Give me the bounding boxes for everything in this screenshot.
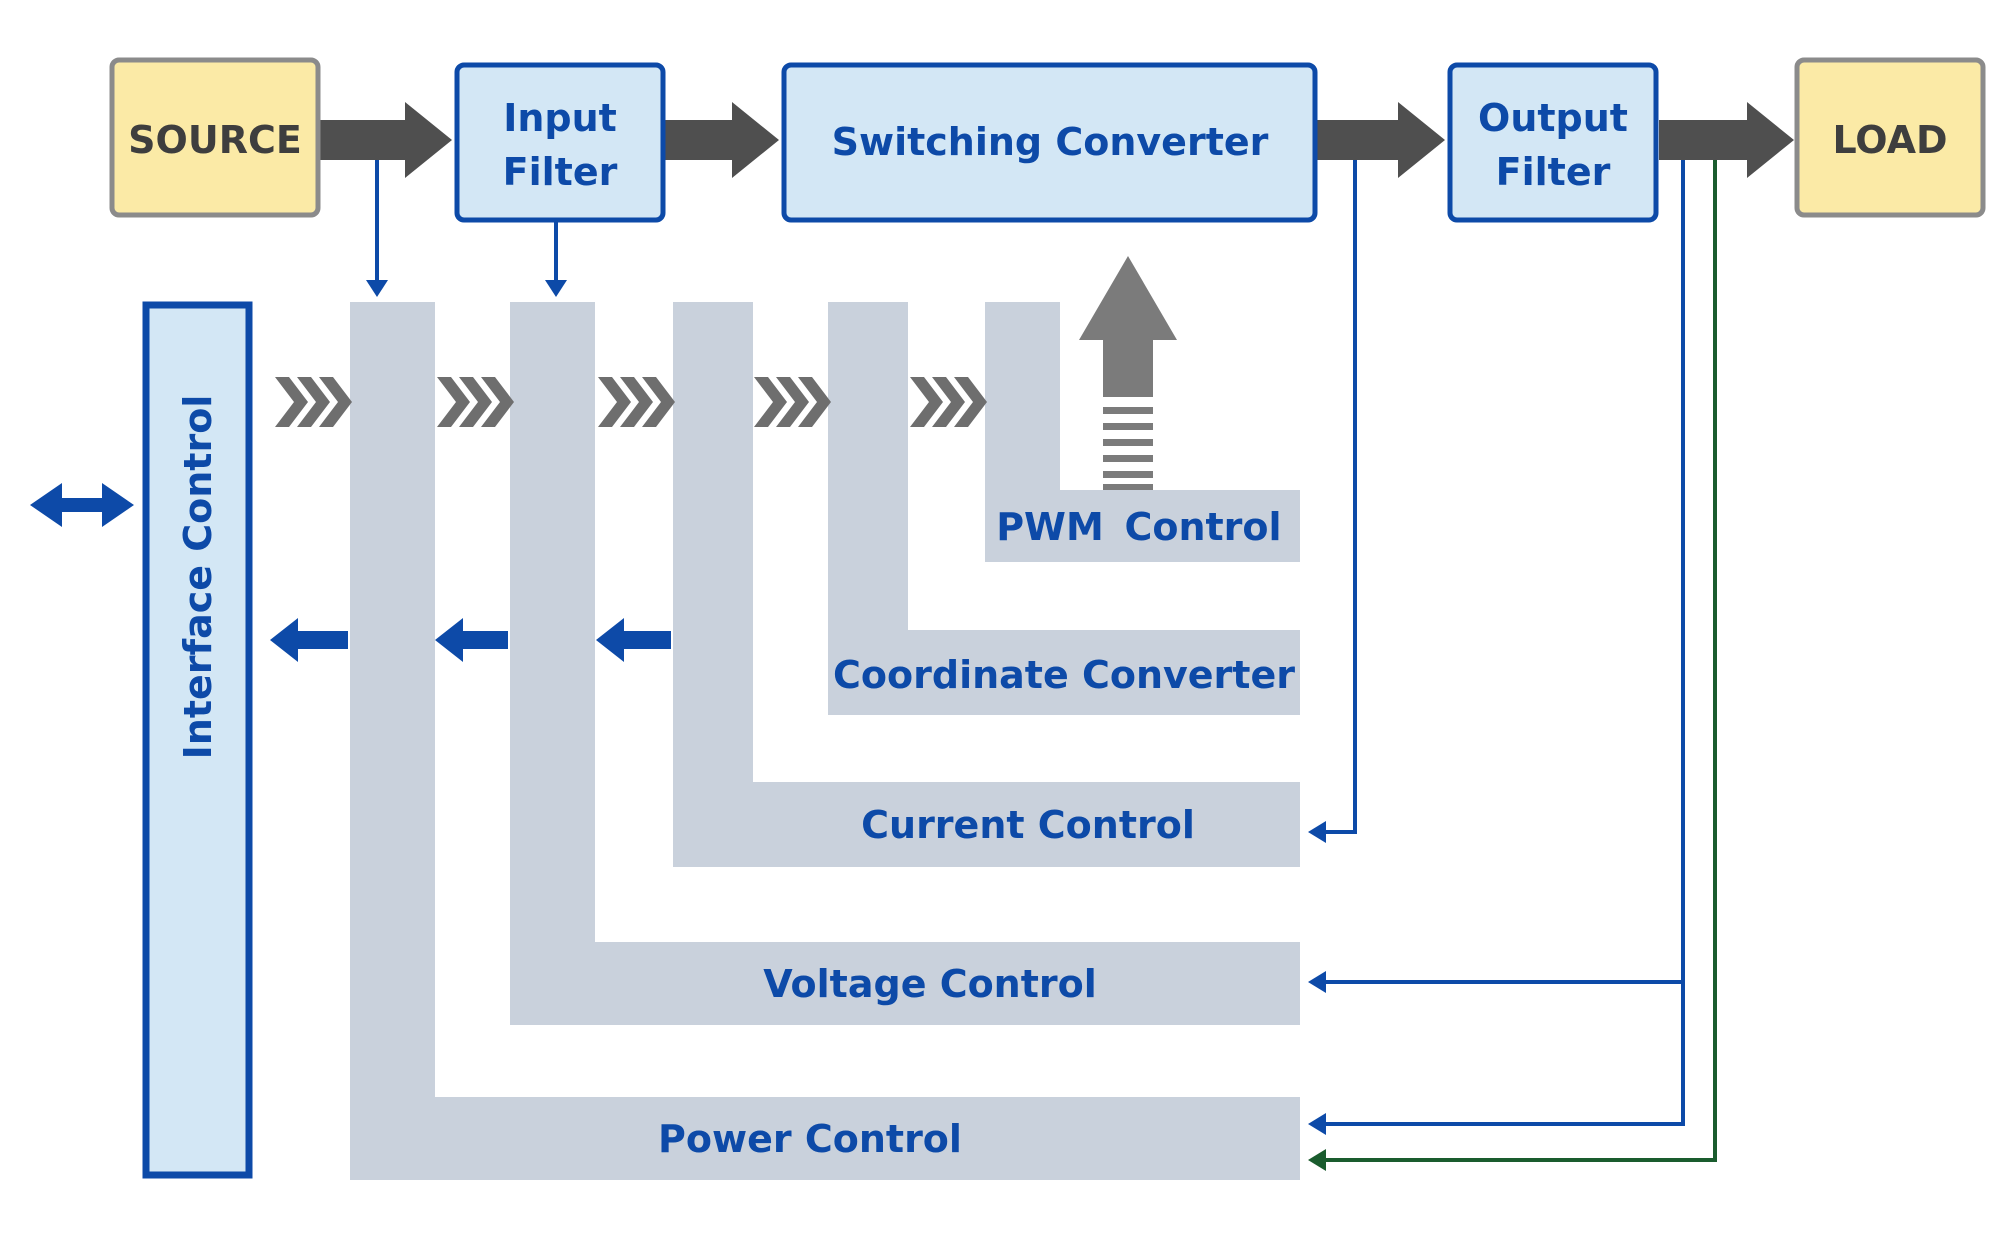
input-filter-label-line2: Filter bbox=[503, 150, 618, 194]
interface-control-block bbox=[142, 301, 253, 1179]
bidirectional-arrow-icon bbox=[30, 483, 134, 527]
source-block bbox=[109, 57, 321, 218]
chevron-icon-3 bbox=[598, 377, 675, 427]
input-filter-label-line1: Input bbox=[503, 96, 617, 140]
voltage-control-loop: Voltage Control bbox=[510, 302, 1300, 1025]
power-control-loop: Power Control bbox=[350, 302, 1300, 1180]
input-filter-block bbox=[454, 62, 666, 223]
current-feedback-arrow-icon bbox=[1308, 821, 1326, 843]
current-control-label: Current Control bbox=[861, 803, 1195, 847]
output-filter-label-line1: Output bbox=[1478, 96, 1628, 140]
load-block bbox=[1794, 57, 1986, 218]
pwm-control-label: Control bbox=[1124, 505, 1281, 549]
switching-converter-label: Switching Converter bbox=[832, 120, 1269, 164]
output-filter-label-line2: Filter bbox=[1496, 150, 1611, 194]
coordinate-converter-label: Coordinate Converter bbox=[833, 653, 1295, 697]
voltage-control-label: Voltage Control bbox=[763, 962, 1097, 1006]
down-arrow-icon-1 bbox=[366, 280, 388, 297]
forward-chevrons bbox=[275, 377, 987, 427]
chevron-icon-1 bbox=[275, 377, 352, 427]
switching-converter-block bbox=[781, 62, 1318, 223]
current-control-loop: Current Control bbox=[673, 302, 1300, 867]
load-label: LOAD bbox=[1832, 118, 1947, 162]
output-filter-block bbox=[1447, 62, 1659, 223]
left-arrow-icon-3 bbox=[596, 618, 671, 662]
left-arrow-icon-1 bbox=[270, 618, 348, 662]
interface-section: Interface Control bbox=[30, 301, 253, 1179]
left-arrow-icon-2 bbox=[435, 618, 508, 662]
measurement-signals bbox=[366, 160, 1717, 1171]
chevron-icon-5 bbox=[910, 377, 987, 427]
feedback-arrows bbox=[270, 618, 671, 662]
power-current-arrow-icon bbox=[1308, 1149, 1326, 1171]
pwm-control-loop: PWM Control bbox=[985, 302, 1300, 562]
power-arrow-switching-to-output bbox=[1317, 102, 1445, 178]
voltage-feedback-arrow-icon bbox=[1308, 971, 1326, 993]
pwm-label: PWM bbox=[996, 505, 1104, 549]
power-control-label: Power Control bbox=[658, 1117, 962, 1161]
chevron-icon-4 bbox=[754, 377, 831, 427]
power-arrow-output-to-load bbox=[1659, 102, 1794, 178]
power-feedback-arrow-icon bbox=[1308, 1113, 1326, 1135]
down-arrow-icon-2 bbox=[545, 280, 567, 297]
chevron-icon-2 bbox=[437, 377, 514, 427]
interface-control-label: Interface Control bbox=[176, 395, 220, 760]
control-loops: Power Control Voltage Control Current Co… bbox=[350, 302, 1300, 1180]
power-arrow-source-to-input bbox=[318, 102, 452, 178]
power-arrow-input-to-switching bbox=[663, 102, 779, 178]
gate-drive-up-arrow-icon bbox=[1079, 256, 1177, 490]
coordinate-converter-loop: Coordinate Converter bbox=[828, 302, 1300, 715]
source-label: SOURCE bbox=[128, 118, 302, 162]
power-path: SOURCE Input Filter Switching Converter … bbox=[109, 57, 1986, 223]
